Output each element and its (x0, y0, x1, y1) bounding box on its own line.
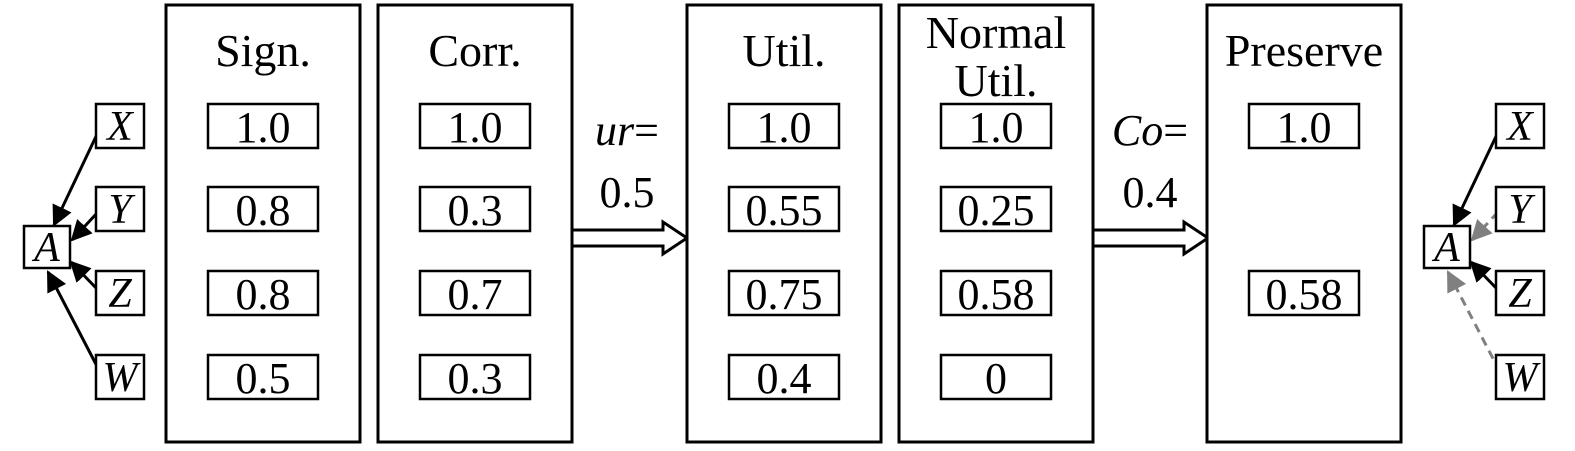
left-node-z: Z (94, 269, 146, 317)
panel-corr: Corr. 1.0 0.3 0.7 0.3 (376, 3, 574, 444)
value-label: 1.0 (1277, 103, 1332, 152)
value-label: 1.0 (448, 103, 503, 152)
right-node-y: Y (1494, 185, 1546, 233)
left-source-graph: A X Y Z W (22, 102, 146, 401)
node-label: X (1505, 104, 1535, 150)
left-node-x: X (94, 102, 146, 150)
left-edge-z-to-a (69, 260, 100, 292)
right-node-w: W (1494, 353, 1546, 401)
panel-title: Sign. (215, 25, 311, 76)
value-label: 1.0 (236, 103, 291, 152)
value-box: 0 (939, 353, 1053, 403)
transition-var: Co (1112, 106, 1163, 155)
panel-util: Util. 1.0 0.55 0.75 0.4 (685, 3, 883, 444)
transition-ur: ur= 0.5 (570, 106, 690, 257)
node-label: Y (108, 187, 136, 233)
node-label: Z (108, 271, 132, 317)
panel-normal-util: Normal Util. 1.0 0.25 0.58 0 (897, 3, 1095, 444)
value-label: 0.4 (757, 354, 812, 403)
value-box: 0.7 (418, 269, 532, 319)
transition-co: Co= 0.4 (1091, 106, 1211, 257)
value-box: 0.55 (727, 185, 841, 235)
node-label: A (1431, 225, 1460, 271)
value-box: 0.25 (939, 185, 1053, 235)
transition-op: = (634, 106, 659, 155)
transition-value: 0.5 (600, 168, 655, 217)
value-box: 0.3 (418, 185, 532, 235)
value-label: 0.8 (236, 270, 291, 319)
value-box: 1.0 (1247, 102, 1361, 152)
value-label: 0.5 (236, 354, 291, 403)
value-box: 1.0 (418, 102, 532, 152)
transition-op: = (1163, 106, 1188, 155)
value-label: 0.55 (746, 186, 823, 235)
value-label: 0.7 (448, 270, 503, 319)
transition-ur-equation: ur= (595, 106, 659, 155)
right-edge-z-to-a (1469, 260, 1500, 292)
node-label: W (1503, 355, 1542, 401)
right-node-x: X (1494, 102, 1546, 150)
value-box: 0.58 (1247, 269, 1361, 319)
transition-arrow (570, 219, 690, 257)
value-label: 0.3 (448, 354, 503, 403)
left-node-a: A (22, 224, 72, 271)
transition-arrow (1091, 219, 1211, 257)
right-edge-w-to-a (1446, 270, 1502, 373)
value-label: 0 (985, 354, 1007, 403)
panel-title: Util. (742, 25, 825, 76)
node-label: X (105, 104, 135, 150)
transition-value: 0.4 (1123, 168, 1178, 217)
right-preserved-graph: A X Y Z W (1422, 102, 1546, 401)
left-node-w: W (94, 353, 146, 401)
value-box: 0.58 (939, 269, 1053, 319)
value-box: 1.0 (727, 102, 841, 152)
node-label: Z (1508, 271, 1532, 317)
value-label: 0.58 (1266, 270, 1343, 319)
panel-preserve: Preserve 1.0 0.58 (1205, 3, 1403, 444)
left-edge-w-to-a (46, 270, 102, 373)
left-edge-y-to-a (70, 210, 100, 242)
value-label: 0.3 (448, 186, 503, 235)
value-label: 1.0 (969, 103, 1024, 152)
right-node-a: A (1422, 224, 1472, 271)
value-box: 0.8 (206, 185, 320, 235)
panel-sign: Sign. 1.0 0.8 0.8 0.5 (164, 3, 362, 444)
panel-title-line-1: Normal (926, 7, 1067, 58)
panel-title: Corr. (428, 25, 521, 76)
value-box: 0.3 (418, 353, 532, 403)
transition-var: ur (595, 106, 635, 155)
value-label: 1.0 (757, 103, 812, 152)
value-box: 0.8 (206, 269, 320, 319)
panel-title-line-2: Util. (954, 55, 1037, 106)
value-box: 0.4 (727, 353, 841, 403)
right-node-z: Z (1494, 269, 1546, 317)
right-edge-x-to-a (1452, 127, 1502, 227)
node-label: A (31, 225, 60, 271)
node-label: Y (1508, 187, 1536, 233)
value-label: 0.58 (958, 270, 1035, 319)
value-label: 0.25 (958, 186, 1035, 235)
value-box: 1.0 (206, 102, 320, 152)
value-box: 1.0 (939, 102, 1053, 152)
value-label: 0.8 (236, 186, 291, 235)
value-box: 0.75 (727, 269, 841, 319)
left-edge-x-to-a (52, 127, 102, 227)
transition-co-equation: Co= (1112, 106, 1188, 155)
node-label: W (103, 355, 142, 401)
right-edge-y-to-a (1470, 210, 1500, 242)
left-node-y: Y (94, 185, 146, 233)
panel-title: Preserve (1225, 25, 1383, 76)
value-label: 0.75 (746, 270, 823, 319)
value-box: 0.5 (206, 353, 320, 403)
